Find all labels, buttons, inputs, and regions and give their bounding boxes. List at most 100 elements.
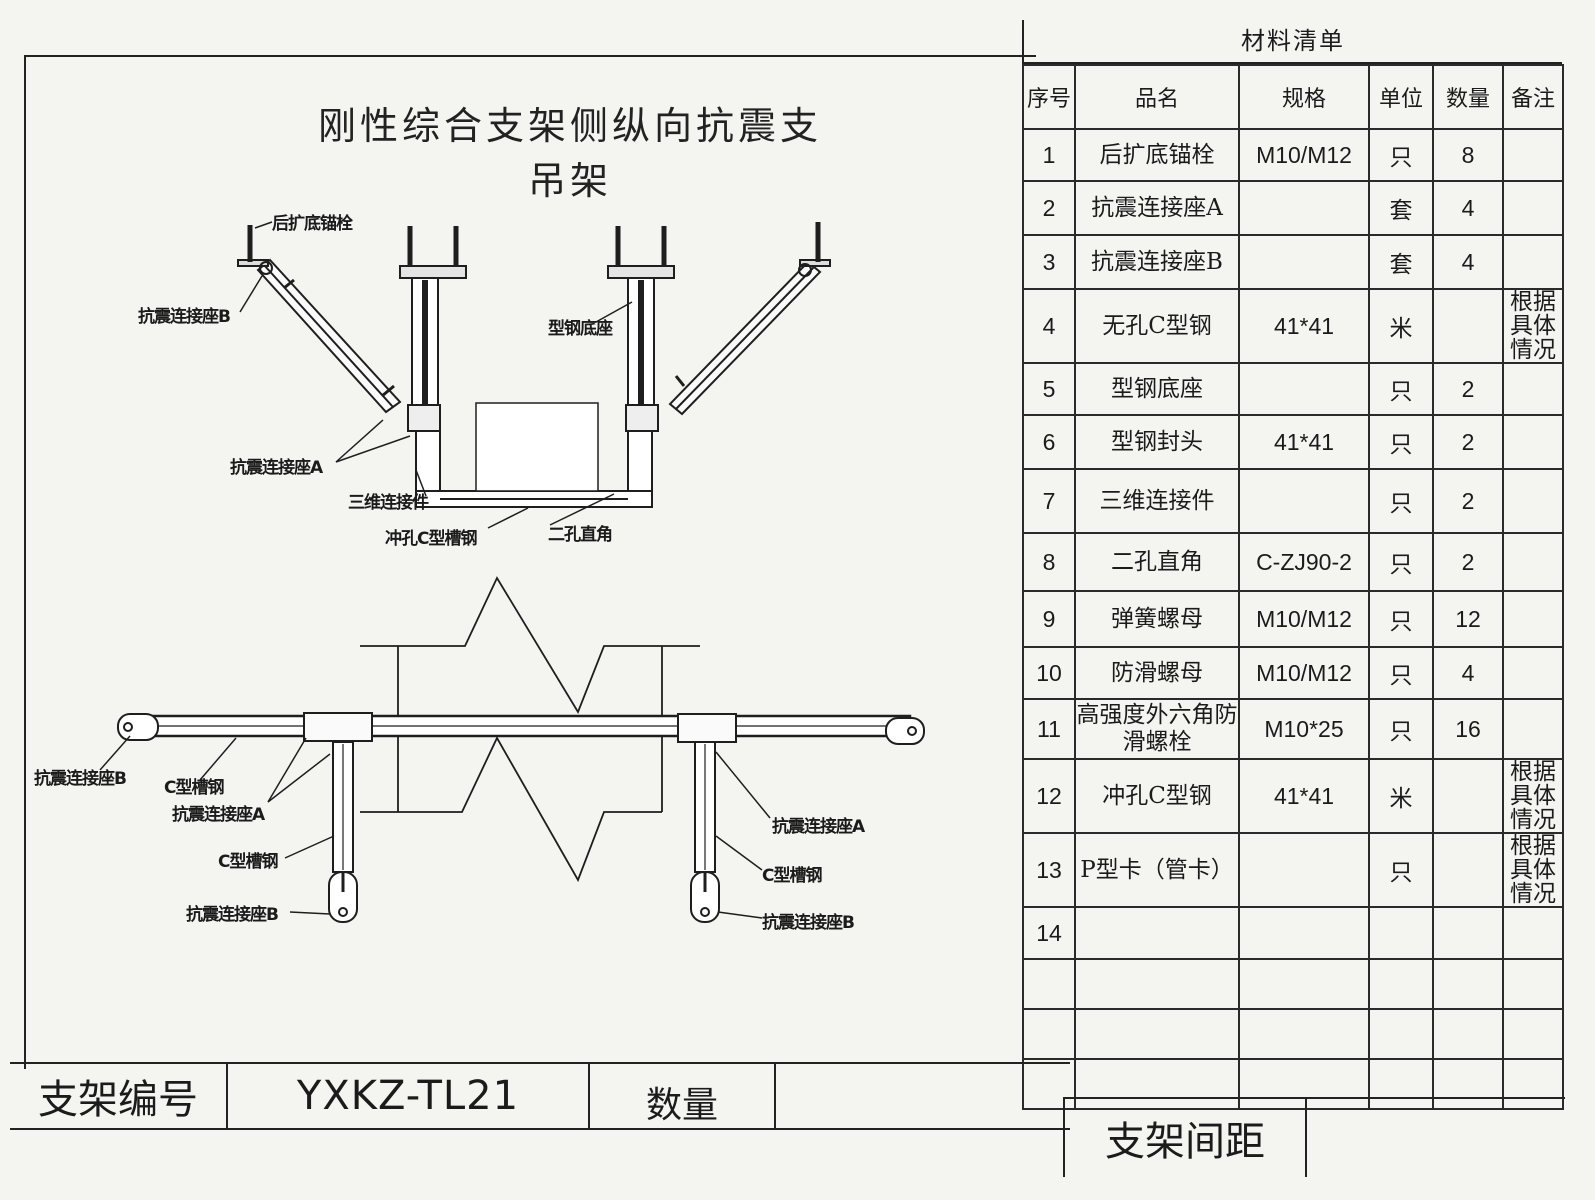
bom-cell-name: 后扩底锚栓	[1074, 128, 1240, 182]
plan-left-leg	[328, 741, 358, 923]
bom-cell-spec	[1238, 832, 1370, 908]
bom-cell-no: 13	[1022, 832, 1076, 908]
label-plan-c-channel-right: C型槽钢	[762, 866, 822, 886]
label-plan-c-channel-2: C型槽钢	[218, 852, 278, 872]
label-plan-seat-a-left: 抗震连接座A	[172, 805, 265, 825]
bom-cell-name: 型钢底座	[1074, 362, 1240, 416]
bom-cell-qty: 2	[1432, 468, 1504, 534]
label-punched-channel: 冲孔C型槽钢	[385, 529, 477, 549]
bom-cell-spec: M10*25	[1238, 698, 1370, 760]
bom-cell-note	[1502, 128, 1564, 182]
bom-cell-qty: 8	[1432, 128, 1504, 182]
spacing-block: 支架间距	[1063, 1097, 1565, 1177]
bom-cell-name: 抗震连接座B	[1074, 234, 1240, 290]
bom-cell-spec	[1238, 1008, 1370, 1060]
bom-cell-no	[1022, 958, 1076, 1010]
bom-cell-name: 高强度外六角防滑螺栓	[1074, 698, 1240, 760]
horizontal-channel	[415, 490, 653, 508]
bom-row	[1022, 1058, 1564, 1110]
label-plan-seat-b-left: 抗震连接座B	[34, 769, 127, 789]
bom-cell-unit: 只	[1368, 532, 1434, 592]
bom-cell-note	[1502, 1058, 1564, 1110]
plan-right-leg	[690, 741, 720, 923]
bom-cell-spec: 41*41	[1238, 288, 1370, 364]
bom-cell-name	[1074, 1058, 1240, 1110]
bom-cell-name: 弹簧螺母	[1074, 590, 1240, 648]
right-vertical-hanger	[607, 226, 675, 492]
bom-cell-no: 10	[1022, 646, 1076, 700]
bom-cell-note	[1502, 906, 1564, 960]
bom-cell-spec	[1238, 1058, 1370, 1110]
label-seat-a: 抗震连接座A	[230, 458, 323, 478]
label-plan-seat-b-bottom-right: 抗震连接座B	[762, 913, 855, 933]
spacing-value	[1307, 1099, 1565, 1177]
bom-cell-note	[1502, 958, 1564, 1010]
left-vertical-hanger	[399, 226, 467, 492]
bom-cell-spec	[1238, 362, 1370, 416]
bom-cell-note: 根据具体情况	[1502, 758, 1564, 834]
bom-cell-note	[1502, 180, 1564, 236]
bom-cell-unit: 套	[1368, 234, 1434, 290]
bom-cell-qty	[1432, 958, 1504, 1010]
bom-cell-unit: 只	[1368, 646, 1434, 700]
bom-cell-name	[1074, 1008, 1240, 1060]
header-note: 备注	[1502, 64, 1564, 130]
bom-cell-no: 3	[1022, 234, 1076, 290]
bom-row: 14	[1022, 906, 1564, 960]
bom-cell-note	[1502, 234, 1564, 290]
bom-title: 材料清单	[1022, 20, 1562, 64]
quantity-label: 数量	[590, 1064, 776, 1128]
bom-cell-note	[1502, 646, 1564, 700]
bom-cell-spec	[1238, 906, 1370, 960]
right-diagonal-brace	[668, 222, 831, 416]
label-plan-c-channel-1: C型槽钢	[164, 778, 224, 798]
bom-cell-qty: 2	[1432, 362, 1504, 416]
label-plan-seat-b-bottom-left: 抗震连接座B	[186, 905, 279, 925]
bom-cell-unit	[1368, 1008, 1434, 1060]
bom-cell-no: 6	[1022, 414, 1076, 470]
bom-cell-qty	[1432, 288, 1504, 364]
bom-cell-qty: 16	[1432, 698, 1504, 760]
bom-cell-no: 14	[1022, 906, 1076, 960]
bom-cell-name: 防滑螺母	[1074, 646, 1240, 700]
bom-cell-qty: 2	[1432, 414, 1504, 470]
bom-cell-qty	[1432, 906, 1504, 960]
bom-cell-qty: 4	[1432, 234, 1504, 290]
label-3d-connector: 三维连接件	[348, 493, 429, 513]
bom-cell-no: 5	[1022, 362, 1076, 416]
bom-row	[1022, 958, 1564, 1010]
plan-main-channel	[117, 712, 925, 745]
bom-cell-unit: 只	[1368, 414, 1434, 470]
wall-break-outline	[360, 576, 700, 883]
bom-cell-unit: 只	[1368, 832, 1434, 908]
bom-cell-unit: 只	[1368, 362, 1434, 416]
bom-cell-spec: 41*41	[1238, 414, 1370, 470]
bom-cell-name: 三维连接件	[1074, 468, 1240, 534]
bom-cell-note	[1502, 362, 1564, 416]
bom-cell-no: 2	[1022, 180, 1076, 236]
header-name: 品名	[1074, 64, 1240, 130]
bom-cell-no	[1022, 1008, 1076, 1060]
bom-cell-note	[1502, 1008, 1564, 1060]
bom-cell-no: 1	[1022, 128, 1076, 182]
header-unit: 单位	[1368, 64, 1434, 130]
bom-cell-unit: 米	[1368, 288, 1434, 364]
spacing-label: 支架间距	[1065, 1099, 1307, 1177]
bom-cell-note	[1502, 698, 1564, 760]
header-spec: 规格	[1238, 64, 1370, 130]
bom-cell-no: 4	[1022, 288, 1076, 364]
bom-cell-no: 7	[1022, 468, 1076, 534]
bom-cell-note	[1502, 532, 1564, 592]
